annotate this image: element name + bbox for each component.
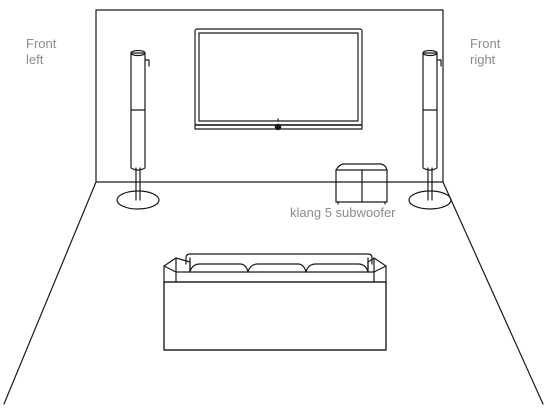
front-right-label-line-1: Front	[470, 36, 501, 51]
floor-line-right	[442, 181, 544, 405]
front-left-label-line-2: left	[26, 52, 44, 67]
floor-speaker-icon	[408, 49, 452, 210]
sofa-icon	[163, 253, 387, 351]
tv-icon	[194, 28, 363, 131]
subwoofer-label: klang 5 subwoofer	[290, 205, 396, 220]
front-right-label: Front right	[470, 36, 500, 68]
floor-speaker-icon	[116, 49, 160, 210]
front-left-label: Front left	[26, 36, 56, 68]
back-wall	[95, 9, 444, 183]
front-right-label-line-2: right	[470, 52, 496, 67]
subwoofer-icon	[335, 163, 388, 205]
floor-line-left	[3, 181, 97, 405]
front-left-label-line-1: Front	[26, 36, 57, 51]
